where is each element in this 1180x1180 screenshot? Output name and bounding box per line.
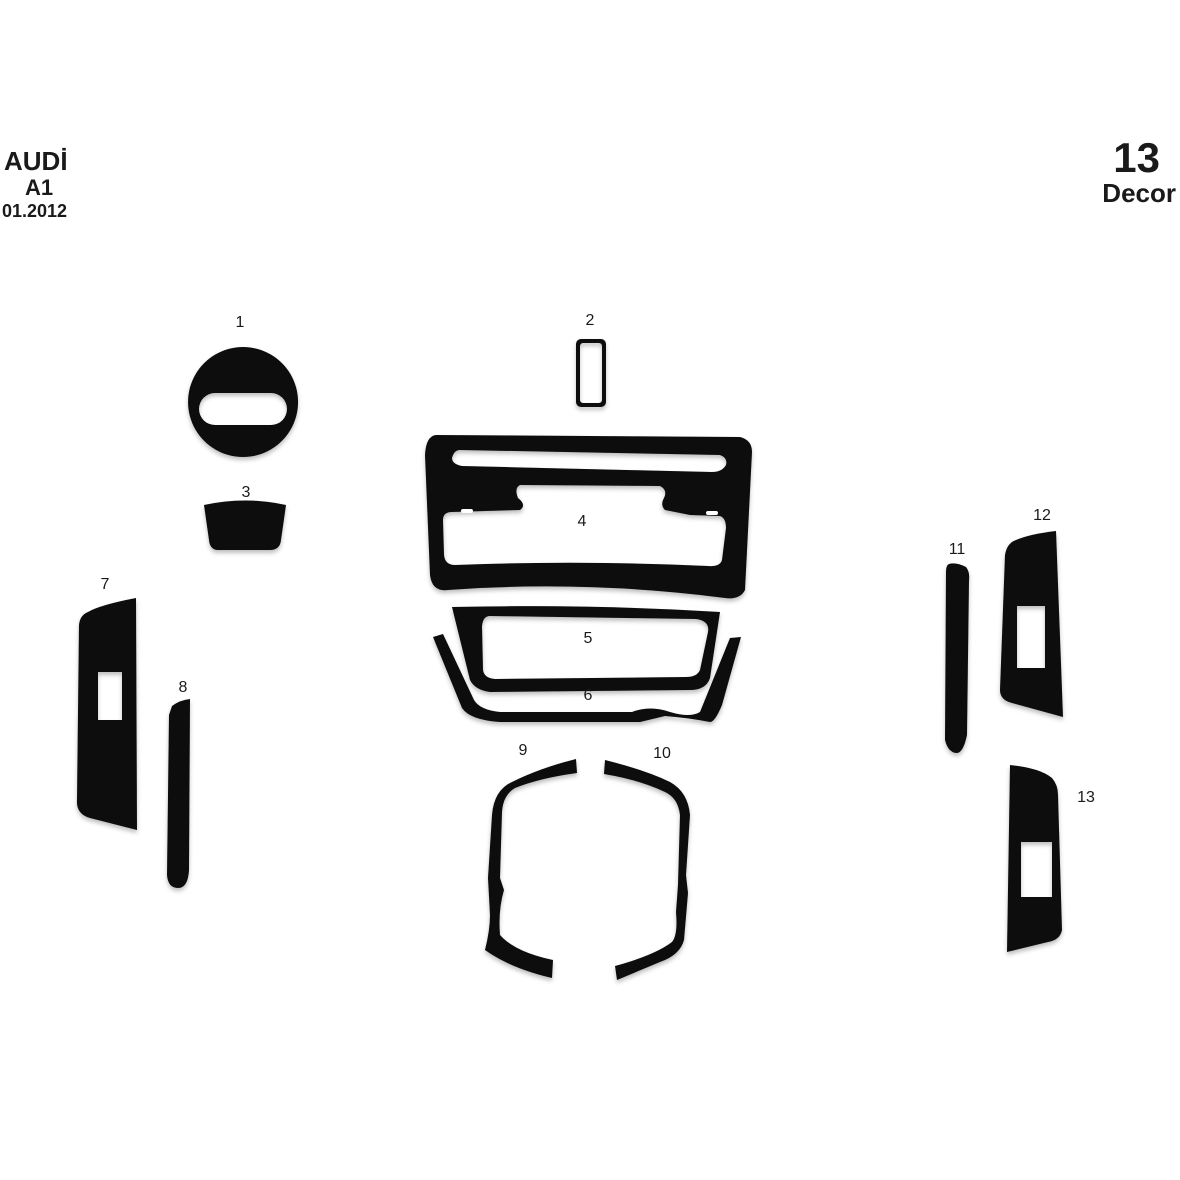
part-12-shape: [1000, 531, 1063, 717]
part-11-shape: [945, 563, 970, 754]
part-5-shape: [452, 606, 720, 692]
part-label-10: 10: [653, 745, 671, 762]
car-model: A1: [25, 175, 54, 200]
part-label-8: 8: [178, 679, 188, 696]
part-label-9: 9: [518, 742, 528, 759]
part-label-7: 7: [100, 576, 110, 593]
part-10-shape: [604, 760, 690, 980]
part-label-4: 4: [577, 513, 587, 530]
part-label-1: 1: [235, 314, 245, 331]
part-2-shape: [576, 339, 606, 407]
part-9-shape: [485, 759, 577, 978]
part-4-shape: [425, 435, 752, 599]
model-date: 01.2012: [2, 201, 68, 221]
part-label-2: 2: [585, 312, 595, 329]
part-8-shape: [167, 699, 190, 888]
piece-count: 13: [1113, 134, 1160, 181]
part-1-shape: [188, 347, 299, 457]
part-label-3: 3: [241, 484, 251, 501]
part-label-12: 12: [1033, 507, 1051, 524]
part-label-11: 11: [948, 541, 966, 558]
part-6-shape: [433, 634, 741, 722]
part-7-shape: [76, 598, 137, 830]
part-13-shape: [1007, 765, 1062, 952]
part-label-13: 13: [1077, 789, 1095, 806]
part-3-shape: [204, 500, 286, 550]
part-label-6: 6: [583, 687, 593, 704]
kit-type: Decor: [1102, 178, 1176, 208]
part-label-5: 5: [583, 630, 593, 647]
car-brand: AUDİ: [4, 146, 68, 176]
